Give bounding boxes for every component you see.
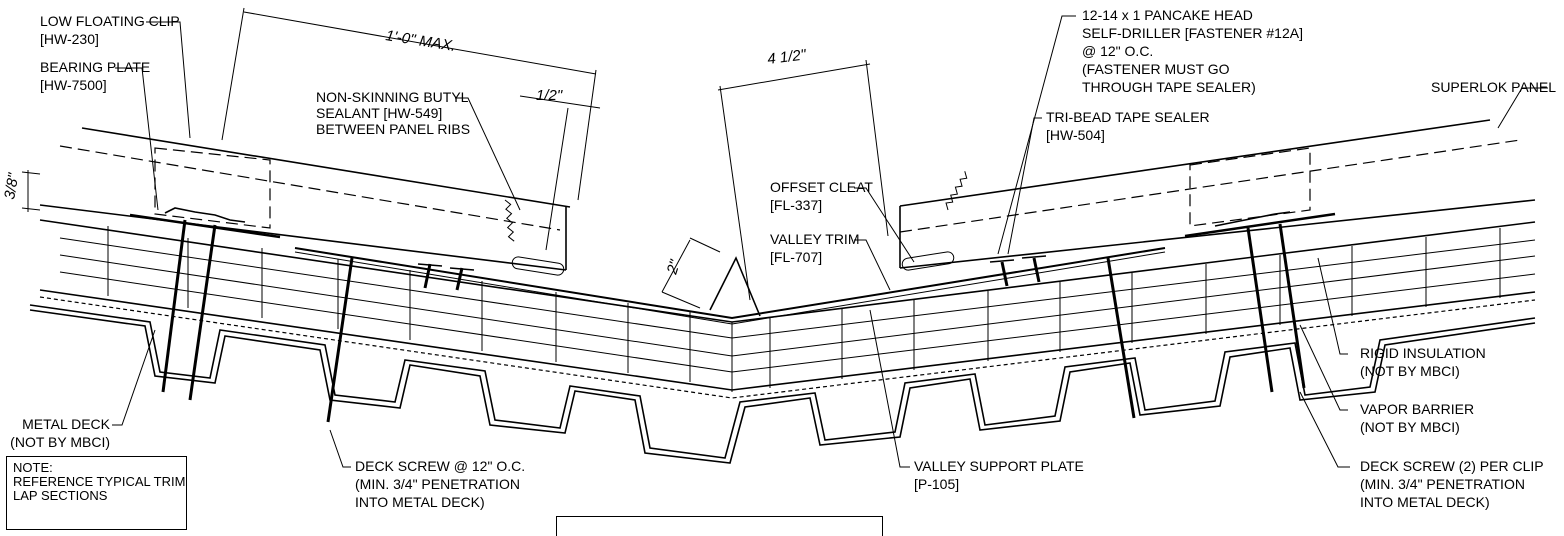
valley-trim xyxy=(294,247,1166,325)
svg-text:LOW FLOATING CLIP: LOW FLOATING CLIP xyxy=(40,13,180,29)
rigid-insulation xyxy=(39,219,1536,392)
left-clip xyxy=(129,207,281,239)
label-tri-bead: TRI-BEAD TAPE SEALER [HW-504] xyxy=(1046,109,1210,143)
label-rigid-insulation: RIGID INSULATION (NOT BY MBCI) xyxy=(1360,345,1486,379)
svg-text:TRI-BEAD TAPE SEALER: TRI-BEAD TAPE SEALER xyxy=(1046,109,1210,125)
svg-text:(NOT BY MBCI): (NOT BY MBCI) xyxy=(1360,363,1460,379)
svg-text:INTO METAL DECK): INTO METAL DECK) xyxy=(1360,494,1490,510)
svg-text:3/8": 3/8" xyxy=(1,171,22,200)
svg-text:BEARING PLATE: BEARING PLATE xyxy=(40,59,150,75)
label-valley-support: VALLEY SUPPORT PLATE [P-105] xyxy=(914,458,1084,492)
right-clip xyxy=(1184,211,1336,238)
label-offset-cleat: OFFSET CLEAT [FL-337] xyxy=(770,179,873,213)
label-deck-screw-clip: DECK SCREW (2) PER CLIP (MIN. 3/4" PENET… xyxy=(1360,458,1544,510)
svg-text:1/2": 1/2" xyxy=(536,87,563,104)
svg-text:[FL-707]: [FL-707] xyxy=(770,249,822,265)
svg-text:[HW-7500]: [HW-7500] xyxy=(40,77,107,93)
butyl-sealant xyxy=(504,171,968,242)
svg-text:SEALANT [HW-549]: SEALANT [HW-549] xyxy=(316,105,442,121)
offset-cleat xyxy=(511,251,955,276)
label-butyl-sealant: NON-SKINNING BUTYL SEALANT [HW-549] BETW… xyxy=(316,89,470,137)
label-low-floating-clip: LOW FLOATING CLIP [HW-230] xyxy=(40,13,180,47)
svg-text:BETWEEN PANEL RIBS: BETWEEN PANEL RIBS xyxy=(316,121,470,137)
note-line-1: REFERENCE TYPICAL TRIM xyxy=(13,474,186,489)
svg-text:(NOT BY MBCI): (NOT BY MBCI) xyxy=(1360,419,1460,435)
leader-lines xyxy=(112,15,1548,468)
svg-text:DECK SCREW (2) PER CLIP: DECK SCREW (2) PER CLIP xyxy=(1360,458,1544,474)
svg-text:2": 2" xyxy=(663,257,684,277)
svg-text:@ 12" O.C.: @ 12" O.C. xyxy=(1082,43,1153,59)
label-superlok-panel: SUPERLOK PANEL xyxy=(1431,79,1556,95)
svg-text:4 1/2": 4 1/2" xyxy=(766,46,807,68)
svg-text:VAPOR BARRIER: VAPOR BARRIER xyxy=(1360,401,1474,417)
svg-text:SELF-DRILLER [FASTENER #12A]: SELF-DRILLER [FASTENER #12A] xyxy=(1082,25,1303,41)
svg-text:NON-SKINNING BUTYL: NON-SKINNING BUTYL xyxy=(316,89,469,105)
label-deck-screw-12: DECK SCREW @ 12" O.C. (MIN. 3/4" PENETRA… xyxy=(355,458,525,510)
svg-text:SUPERLOK PANEL: SUPERLOK PANEL xyxy=(1431,79,1556,95)
pancake-screws xyxy=(417,255,1047,291)
label-pancake-screw: 12-14 x 1 PANCAKE HEAD SELF-DRILLER [FAS… xyxy=(1082,7,1303,95)
svg-text:METAL DECK: METAL DECK xyxy=(22,416,111,432)
svg-text:[HW-504]: [HW-504] xyxy=(1046,127,1105,143)
note-box: NOTE: REFERENCE TYPICAL TRIM LAP SECTION… xyxy=(6,456,187,530)
svg-text:VALLEY SUPPORT PLATE: VALLEY SUPPORT PLATE xyxy=(914,458,1084,474)
svg-text:(MIN. 3/4" PENETRATION: (MIN. 3/4" PENETRATION xyxy=(355,476,520,492)
svg-text:INTO METAL DECK): INTO METAL DECK) xyxy=(355,494,485,510)
svg-text:(FASTENER MUST GO: (FASTENER MUST GO xyxy=(1082,61,1230,77)
svg-text:[P-105]: [P-105] xyxy=(914,476,959,492)
deck-screws xyxy=(161,219,1306,423)
left-panel xyxy=(39,127,571,271)
svg-text:1'-0" MAX.: 1'-0" MAX. xyxy=(384,27,457,55)
svg-text:VALLEY TRIM: VALLEY TRIM xyxy=(770,231,859,247)
svg-text:(NOT BY MBCI): (NOT BY MBCI) xyxy=(10,434,110,450)
label-metal-deck: METAL DECK (NOT BY MBCI) xyxy=(10,416,110,450)
svg-text:THROUGH TAPE SEALER): THROUGH TAPE SEALER) xyxy=(1082,79,1256,95)
svg-text:12-14 x 1 PANCAKE HEAD: 12-14 x 1 PANCAKE HEAD xyxy=(1082,7,1253,23)
svg-text:(MIN. 3/4" PENETRATION: (MIN. 3/4" PENETRATION xyxy=(1360,476,1525,492)
vapor-barrier xyxy=(39,296,1536,399)
svg-text:DECK SCREW @ 12" O.C.: DECK SCREW @ 12" O.C. xyxy=(355,458,525,474)
right-panel xyxy=(899,119,1536,269)
label-valley-trim: VALLEY TRIM [FL-707] xyxy=(770,231,859,265)
dimension-lines xyxy=(21,7,889,309)
note-heading: NOTE: xyxy=(13,460,53,475)
svg-text:OFFSET CLEAT: OFFSET CLEAT xyxy=(770,179,873,195)
svg-text:RIGID INSULATION: RIGID INSULATION xyxy=(1360,345,1486,361)
note-line-2: LAP SECTIONS xyxy=(13,488,108,503)
label-vapor-barrier: VAPOR BARRIER (NOT BY MBCI) xyxy=(1360,401,1474,435)
svg-text:[FL-337]: [FL-337] xyxy=(770,197,822,213)
title-block-frame xyxy=(556,516,883,536)
metal-deck xyxy=(29,304,1536,464)
label-bearing-plate: BEARING PLATE [HW-7500] xyxy=(40,59,150,93)
svg-text:[HW-230]: [HW-230] xyxy=(40,31,99,47)
